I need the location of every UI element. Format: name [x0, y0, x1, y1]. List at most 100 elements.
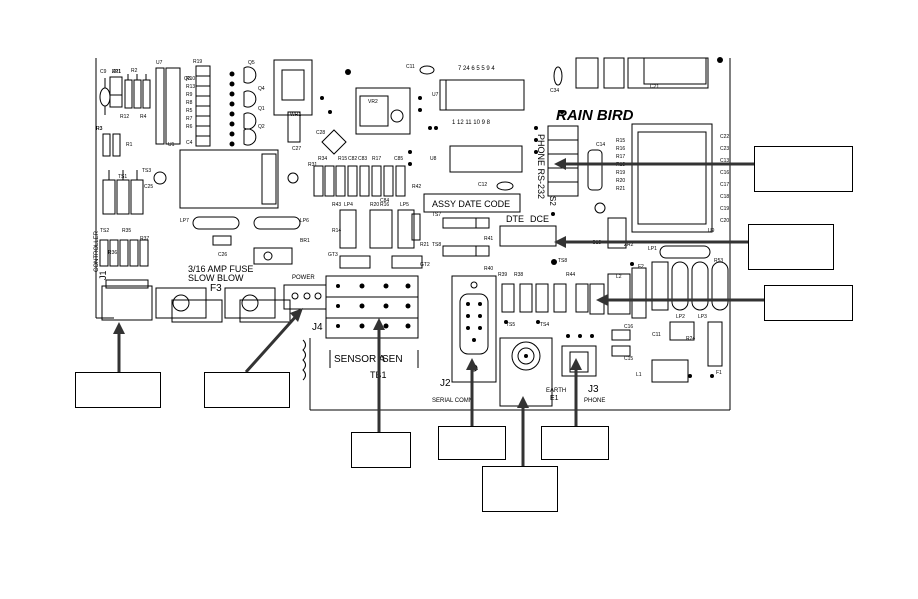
component-ref-c20: C20	[720, 218, 729, 224]
component-ref-ts3: TS3	[142, 168, 151, 174]
component-ref-c25: C25	[144, 184, 153, 190]
component-ref-r36: R36	[108, 250, 117, 256]
component-ref-r16: R16	[616, 146, 625, 152]
component-ref-l2: L2	[616, 274, 622, 280]
component-ref-r16: R16	[380, 202, 389, 208]
component-ref-c22: C22	[720, 134, 729, 140]
component-ref-lp4: LP4	[344, 202, 353, 208]
component-ref-r15: R15	[616, 138, 625, 144]
component-ref-c19: C19	[720, 206, 729, 212]
sensor-label: SENSOR A	[334, 354, 385, 365]
component-ref-r42: R42	[412, 184, 421, 190]
component-ref-f1: F1	[716, 370, 722, 376]
component-ref-zp1: ZP1	[112, 69, 121, 75]
component-ref-c34: C34	[550, 88, 559, 94]
component-ref-q4: Q4	[258, 86, 265, 92]
component-ref-r20: R20	[370, 202, 379, 208]
component-ref-q2: Q2	[258, 124, 265, 130]
component-ref-ts8: TS8	[432, 242, 441, 248]
earth-label: EARTH	[546, 388, 566, 394]
component-ref-c4: C4	[186, 140, 193, 146]
component-ref-lp7: LP7	[180, 218, 189, 224]
brand-logo: RAIN BIRD	[556, 107, 634, 124]
component-ref-lp6: LP6	[300, 218, 309, 224]
component-ref-c17: C17	[720, 182, 729, 188]
controller-ref: J1	[98, 270, 108, 280]
component-ref-r6: R6	[186, 124, 193, 130]
fuse-label-1: 3/16 AMP FUSE	[188, 264, 253, 274]
component-ref-q3: Q3	[184, 76, 191, 82]
component-ref-r10: R10	[186, 76, 195, 82]
component-ref-f2: F2	[638, 264, 644, 270]
component-ref-r44: R44	[566, 272, 575, 278]
ic-pins-top: 7 24 6 5 5 9 4	[458, 66, 495, 72]
dce-label: DCE	[530, 214, 549, 224]
power-ref: J4	[312, 322, 323, 333]
component-ref-r1: R1	[126, 142, 133, 148]
component-ref-u7: U7	[432, 92, 439, 98]
component-ref-r8: R8	[186, 100, 193, 106]
component-ref-c9: C9	[100, 69, 107, 75]
component-ref-c85: C85	[394, 156, 403, 162]
component-ref-c21: C21	[650, 84, 659, 90]
component-ref-r13: R13	[186, 84, 195, 90]
component-ref-r12: R12	[120, 114, 129, 120]
component-ref-r35: R35	[122, 228, 131, 234]
component-ref-vr2: VR2	[368, 99, 378, 105]
component-ref-r19: R19	[616, 170, 625, 176]
component-ref-r4: R4	[140, 114, 147, 120]
callout-phone-jack	[541, 426, 609, 460]
component-ref-c15: C15	[624, 356, 633, 362]
component-ref-ts8: TS8	[558, 258, 567, 264]
serial-ref: J2	[440, 378, 451, 389]
component-ref-c13: C13	[720, 158, 729, 164]
component-ref-q1: Q1	[258, 106, 265, 112]
callout-dip-switch	[754, 146, 853, 192]
component-ref-r20: R20	[616, 178, 625, 184]
component-ref-ts4: TS4	[540, 322, 549, 328]
component-ref-u7: U7	[156, 60, 163, 66]
board-labels: RAIN BIRD 3/16 AMP FUSE SLOW BLOW F3 POW…	[94, 66, 634, 404]
component-ref-c14: C14	[596, 142, 605, 148]
callout-dte-dce-jumper	[748, 224, 834, 270]
component-ref-r17: R17	[372, 156, 381, 162]
component-ref-r15: R15	[338, 156, 347, 162]
component-ref-r9: R9	[186, 92, 193, 98]
ic-pins-bottom: 1 12 11 10 9 8	[452, 120, 491, 126]
component-ref-r21: R21	[616, 186, 625, 192]
component-ref-r43: R43	[332, 202, 341, 208]
component-ref-lp2: LP2	[676, 314, 685, 320]
component-ref-q5: Q5	[248, 60, 255, 66]
component-ref-r3: R3	[96, 126, 103, 132]
left-components	[99, 59, 327, 381]
component-ref-c18: C18	[720, 194, 729, 200]
component-ref-r38: R38	[514, 272, 523, 278]
component-ref-r2: R2	[131, 68, 138, 74]
component-ref-br1: BR1	[300, 238, 310, 244]
phone-ref: J3	[588, 384, 599, 395]
component-ref-c12: C12	[478, 182, 487, 188]
component-ref-ts7: TS7	[432, 212, 441, 218]
phone-label: PHONE	[584, 398, 605, 404]
earth-ref: E1	[550, 395, 559, 402]
component-ref-lp3: LP3	[698, 314, 707, 320]
component-ref-r5: R5	[186, 108, 193, 114]
component-ref-lp1: LP1	[648, 246, 657, 252]
component-ref-c26: C26	[218, 252, 227, 258]
leader-lines	[117, 162, 764, 466]
arrowheads	[113, 158, 608, 408]
component-ref-r3: R3	[96, 126, 103, 132]
component-ref-r19: R19	[193, 59, 202, 65]
callout-controller	[75, 372, 161, 408]
component-ref-wr1: WR1	[290, 112, 301, 118]
fuse-label-2: SLOW BLOW	[188, 273, 244, 283]
component-ref-c84: C84	[380, 198, 389, 204]
component-ref-r31: R31	[308, 162, 317, 168]
callout-earth	[482, 466, 558, 512]
component-ref-u8: U8	[430, 156, 437, 162]
component-ref-u9: U9	[708, 228, 715, 234]
component-ref-ts2: TS2	[100, 228, 109, 234]
